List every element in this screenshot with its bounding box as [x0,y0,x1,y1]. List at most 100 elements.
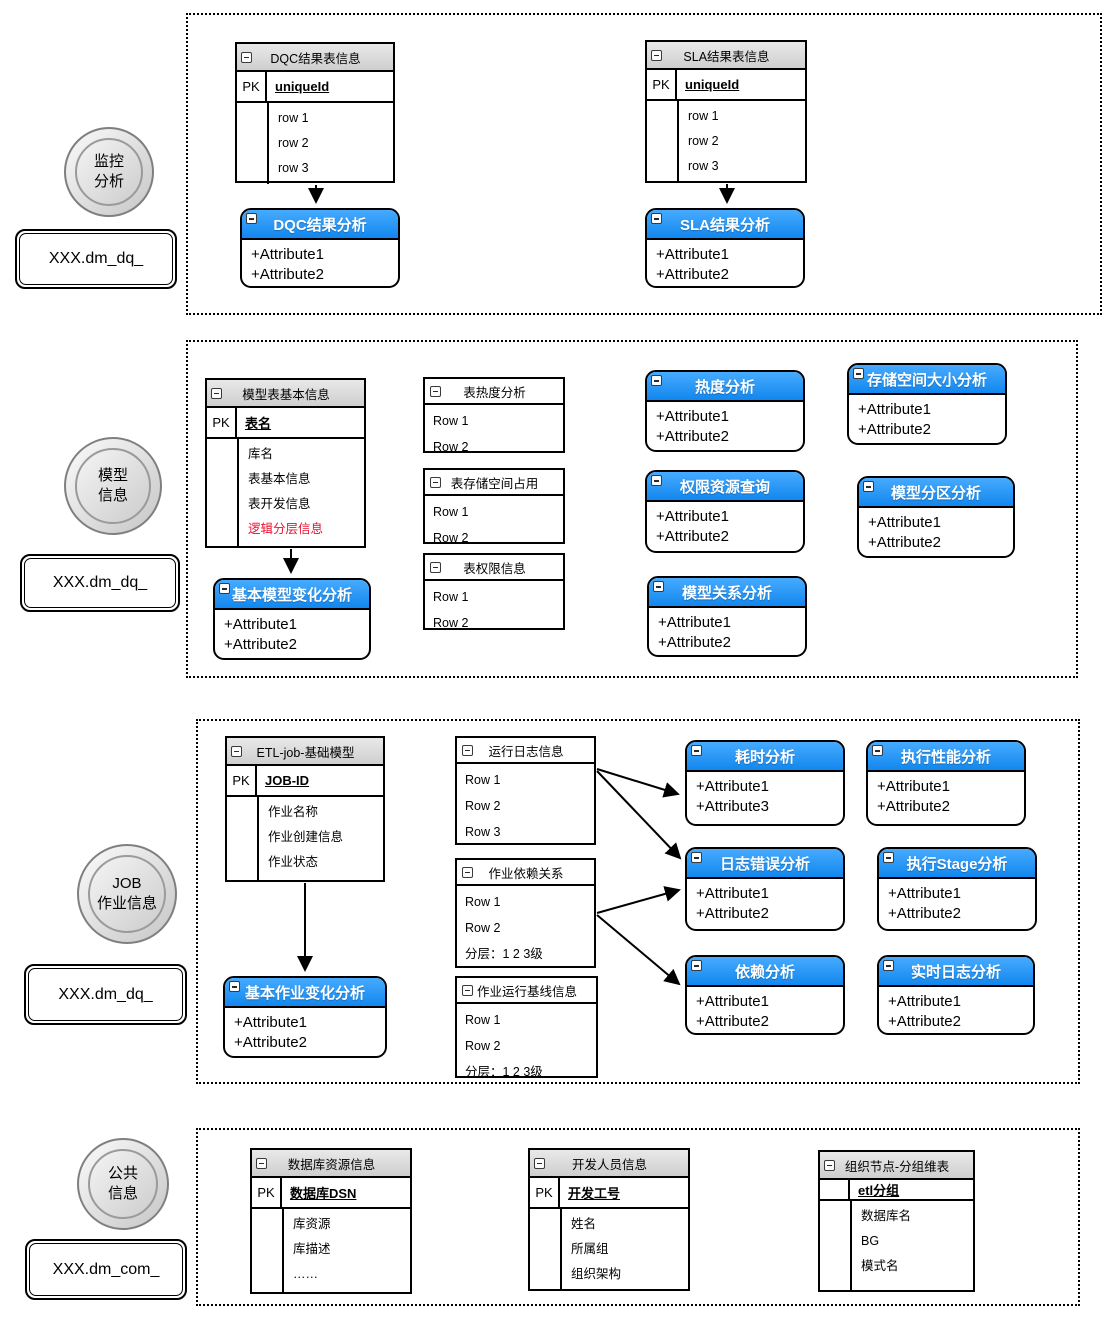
entity-header: SLA结果表信息 [647,42,805,70]
collapse-icon[interactable] [229,981,240,992]
table-row: row 2 [688,134,719,148]
collapse-icon[interactable] [462,984,473,996]
table-title: 作业运行基线信息 [476,984,577,999]
table-title: 运行日志信息 [488,744,564,759]
table-header: 表存储空间占用 [425,470,563,496]
collapse-icon[interactable] [653,581,664,592]
collapse-icon[interactable] [211,387,222,399]
schema-label-job: XXX.dm_dq_ [24,964,187,1025]
collapse-icon[interactable] [872,745,883,756]
class-attribute: +Attribute1 [234,1014,307,1031]
pk-cell: PK [237,72,267,101]
section-common-frame [196,1128,1080,1306]
table-row-highlighted: 逻辑分层信息 [248,522,324,536]
table-row: Row 2 [433,531,469,545]
class-header: 耗时分析 [687,742,843,772]
pk-row: PK 表名 [207,408,364,439]
table-row: Row 2 [433,616,469,630]
collapse-icon[interactable] [883,852,894,863]
table-title: 表热度分析 [463,385,526,400]
table-row: 组织架构 [571,1267,622,1281]
table-header: 表热度分析 [425,379,563,405]
class-attribute: +Attribute1 [696,993,769,1010]
collapse-icon[interactable] [241,51,252,63]
collapse-icon[interactable] [651,49,662,61]
gutter [207,439,239,546]
class-attribute: +Attribute1 [656,246,729,263]
collapse-icon[interactable] [883,960,894,971]
collapse-icon[interactable] [691,960,702,971]
class-attribute: +Attribute2 [656,528,729,546]
collapse-icon[interactable] [462,866,473,878]
badge-text-line2: 信息 [97,487,128,504]
collapse-icon[interactable] [691,852,702,863]
collapse-icon[interactable] [853,368,864,379]
badge-text-line2: 作业信息 [96,895,157,912]
class-box-log-error-analysis: 日志错误分析 +Attribute1 +Attribute2 [685,847,845,931]
badge-monitoring-label: 监控分析 [94,152,124,193]
section-job-frame [196,719,1080,1084]
class-box-dqc-analysis: DQC结果分析 +Attribute1 +Attribute2 [240,208,400,288]
info-table-storage-usage: 表存储空间占用 Row 1 Row 2 [423,468,565,545]
collapse-icon[interactable] [231,745,242,757]
collapse-icon[interactable] [691,745,702,756]
collapse-icon[interactable] [256,1157,267,1169]
table-title: 表存储空间占用 [450,476,539,491]
collapse-icon[interactable] [430,561,441,573]
collapse-icon[interactable] [651,475,662,486]
collapse-icon[interactable] [651,213,662,224]
entity-table-developer: 开发人员信息 PK 开发工号 姓名 所属组 组织架构 [528,1148,690,1291]
class-header: 依赖分析 [687,957,843,987]
collapse-icon[interactable] [246,213,257,224]
entity-header: DQC结果表信息 [237,44,393,72]
entity-table-db-resource: 数据库资源信息 PK 数据库DSN 库资源 库描述 …… [250,1148,412,1294]
class-attribute: +Attribute1 [868,514,941,531]
class-box-sla-analysis: SLA结果分析 +Attribute1 +Attribute2 [645,208,805,288]
class-attribute: +Attribute2 [877,798,950,816]
class-attribute: +Attribute1 [877,778,950,795]
table-header: 运行日志信息 [457,738,594,764]
class-box-base-job-change: 基本作业变化分析 +Attribute1 +Attribute2 [223,976,387,1058]
class-header: 基本模型变化分析 [215,580,369,610]
collapse-icon[interactable] [462,744,473,756]
schema-label-text: XXX.dm_com_ [29,1243,183,1296]
collapse-icon[interactable] [651,375,662,386]
table-row: 作业名称 [268,805,319,819]
class-box-storage-size-analysis: 存储空间大小分析 +Attribute1 +Attribute2 [847,363,1007,445]
pk-cell: PK [252,1178,282,1207]
info-table-job-baseline: 作业运行基线信息 Row 1 Row 2 分层：1 2 3级 [455,976,598,1079]
class-title: 基本作业变化分析 [244,984,365,1002]
pk-row: PK 开发工号 [530,1178,688,1209]
table-row: Row 2 [465,799,501,813]
table-row: Row 1 [433,505,469,519]
collapse-icon[interactable] [430,385,441,397]
class-header: 模型关系分析 [649,578,805,608]
badge-inner-ring [75,448,151,524]
gutter [237,103,269,184]
class-title: SLA结果分析 [679,216,770,234]
class-attribute: +Attribute3 [696,798,769,816]
badge-text-line1: 公共 [107,1164,138,1182]
table-title: 作业依赖关系 [488,866,564,881]
entity-header: ETL-job-基础模型 [227,738,383,766]
table-header: 作业运行基线信息 [457,978,596,1004]
class-header: 权限资源查询 [647,472,803,502]
collapse-icon[interactable] [534,1157,545,1169]
class-title: 执行性能分析 [900,748,991,766]
class-attribute: +Attribute2 [858,421,931,439]
entity-title: DQC结果表信息 [270,51,361,66]
collapse-icon[interactable] [430,476,441,488]
pk-cell: PK [647,70,677,99]
table-row: BG [861,1234,880,1248]
collapse-icon[interactable] [219,583,230,594]
collapse-icon[interactable] [863,481,874,492]
table-row: row 2 [278,136,309,150]
section-monitoring-frame [186,13,1102,315]
collapse-icon[interactable] [824,1159,835,1171]
pk-row: PK uniqueId [237,72,393,103]
class-title: 耗时分析 [734,748,795,766]
badge-text-line1: 监控 [93,152,124,170]
class-header: DQC结果分析 [242,210,398,240]
